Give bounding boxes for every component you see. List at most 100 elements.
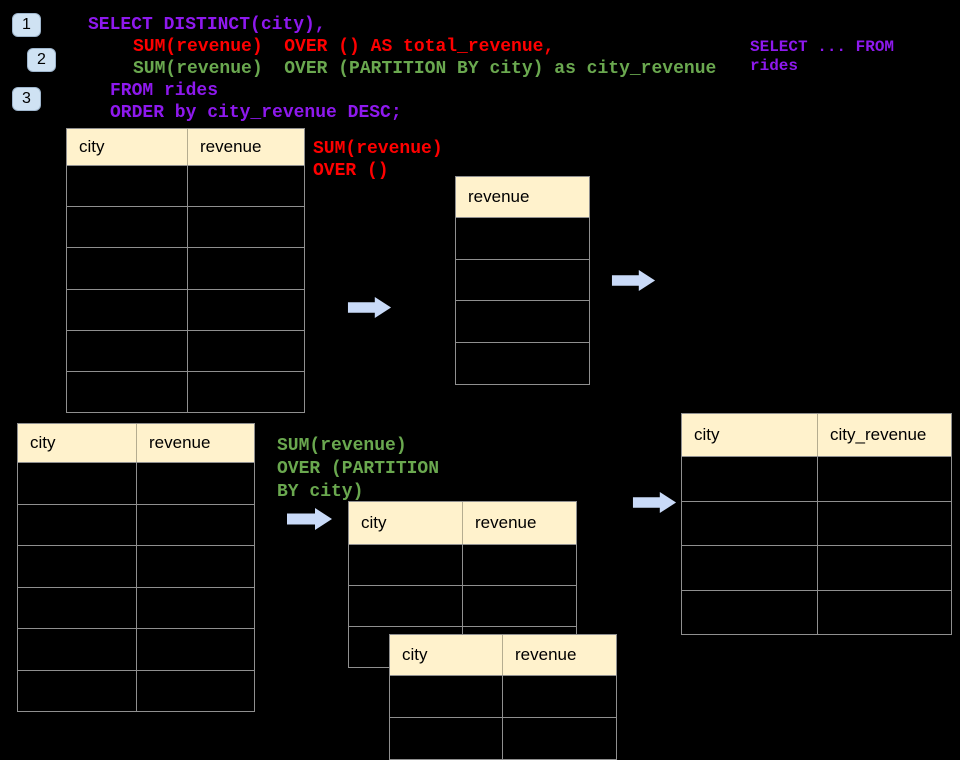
flow-arrow-right-icon — [287, 508, 332, 530]
table-cell — [18, 587, 137, 628]
table-cell — [18, 670, 137, 711]
table-row — [681, 501, 952, 546]
annotation-window-partition-1: SUM(revenue) — [277, 436, 407, 456]
side-code-rides: rides — [750, 57, 799, 75]
table-cell — [137, 671, 254, 712]
table-cell — [682, 546, 818, 590]
column-header-city-revenue: city_revenue — [830, 425, 927, 444]
table-cell — [137, 629, 254, 670]
table-cell — [682, 590, 818, 634]
table-cell — [137, 546, 254, 587]
slide-canvas: { "colors": { "background": "#000000", "… — [12, 13, 952, 760]
table-row — [66, 207, 305, 249]
step-badge-3: 3 — [12, 87, 41, 111]
table-cell — [18, 546, 137, 587]
table-header-row: city revenue — [348, 501, 577, 545]
table-cell — [456, 260, 589, 301]
table-row — [455, 259, 590, 302]
table-cell — [818, 546, 951, 590]
table-header-row: revenue — [455, 176, 590, 218]
table-cell — [682, 457, 818, 501]
column-header-revenue: revenue — [149, 433, 211, 452]
column-header-revenue: revenue — [515, 645, 577, 664]
table-row — [17, 629, 255, 671]
table-cell — [67, 207, 188, 248]
table-row — [681, 546, 952, 591]
annotation-window-total-2: OVER () — [313, 161, 389, 181]
table-source-bottom: city revenue — [17, 423, 255, 712]
flow-arrow-right-icon — [611, 269, 656, 292]
column-header-city: city — [349, 502, 463, 544]
table-cell — [67, 166, 188, 207]
table-row — [66, 248, 305, 290]
table-cell — [188, 207, 304, 247]
table-cell — [818, 457, 951, 501]
table-cell — [503, 676, 616, 717]
table-row — [455, 218, 590, 260]
table-cell — [188, 290, 304, 330]
table-cell — [456, 218, 589, 259]
table-cell — [682, 501, 818, 545]
table-cell — [67, 248, 188, 289]
table-cell — [137, 505, 254, 546]
flow-arrow-right-icon — [347, 296, 392, 319]
table-row — [681, 590, 952, 635]
annotation-window-partition-2: OVER (PARTITION — [277, 459, 440, 479]
table-partition-step2: city revenue — [389, 634, 617, 760]
flow-arrow-right-icon — [632, 491, 677, 514]
table-cell — [503, 718, 616, 759]
table-cell — [349, 545, 463, 585]
table-cell — [18, 504, 137, 545]
table-header-row: city revenue — [389, 634, 617, 676]
column-header-city: city — [390, 635, 503, 675]
column-header-revenue: revenue — [475, 513, 537, 532]
table-row — [17, 463, 255, 505]
table-cell — [818, 502, 951, 546]
table-row — [17, 587, 255, 629]
table-row — [66, 330, 305, 372]
column-header-city: city — [682, 414, 818, 456]
table-cell — [18, 463, 137, 504]
table-row — [389, 718, 617, 760]
table-cell — [818, 591, 951, 635]
step-badge-2: 2 — [27, 48, 56, 72]
table-row — [681, 457, 952, 502]
column-header-city: city — [67, 129, 188, 165]
column-header-revenue: revenue — [468, 187, 530, 206]
table-row — [348, 586, 577, 627]
table-header-row: city city_revenue — [681, 413, 952, 457]
table-cell — [463, 545, 576, 585]
table-row — [17, 670, 255, 712]
table-cell — [463, 586, 576, 626]
table-cell — [18, 629, 137, 670]
sql-line-order: ORDER by city_revenue DESC; — [110, 103, 402, 123]
table-cell — [456, 343, 589, 384]
sql-line-total: SUM(revenue) OVER () AS total_revenue, — [133, 37, 555, 57]
table-cell — [456, 301, 589, 342]
table-cell — [188, 166, 304, 206]
column-header-revenue: revenue — [200, 137, 262, 156]
table-header-row: city revenue — [17, 423, 255, 463]
table-cell — [390, 718, 503, 759]
table-cell — [67, 289, 188, 330]
sql-line-partition: SUM(revenue) OVER (PARTITION BY city) as… — [133, 59, 717, 79]
table-cell — [188, 331, 304, 371]
table-cell — [67, 371, 188, 413]
step-badge-1: 1 — [12, 13, 41, 37]
table-header-row: city revenue — [66, 128, 305, 166]
annotation-window-partition-3: BY city) — [277, 482, 364, 502]
annotation-window-total-1: SUM(revenue) — [313, 139, 443, 159]
table-row — [455, 301, 590, 344]
sql-line-select: SELECT DISTINCT(city), — [88, 15, 326, 35]
table-row — [389, 676, 617, 718]
table-cell — [137, 588, 254, 629]
table-result-city-revenue: city city_revenue — [681, 413, 952, 635]
table-source-top: city revenue — [66, 128, 305, 414]
table-cell — [67, 330, 188, 371]
table-row — [66, 289, 305, 331]
table-cell — [137, 463, 254, 504]
table-row — [66, 166, 305, 208]
table-row — [66, 371, 305, 414]
table-cell — [390, 676, 503, 717]
table-row — [17, 546, 255, 588]
